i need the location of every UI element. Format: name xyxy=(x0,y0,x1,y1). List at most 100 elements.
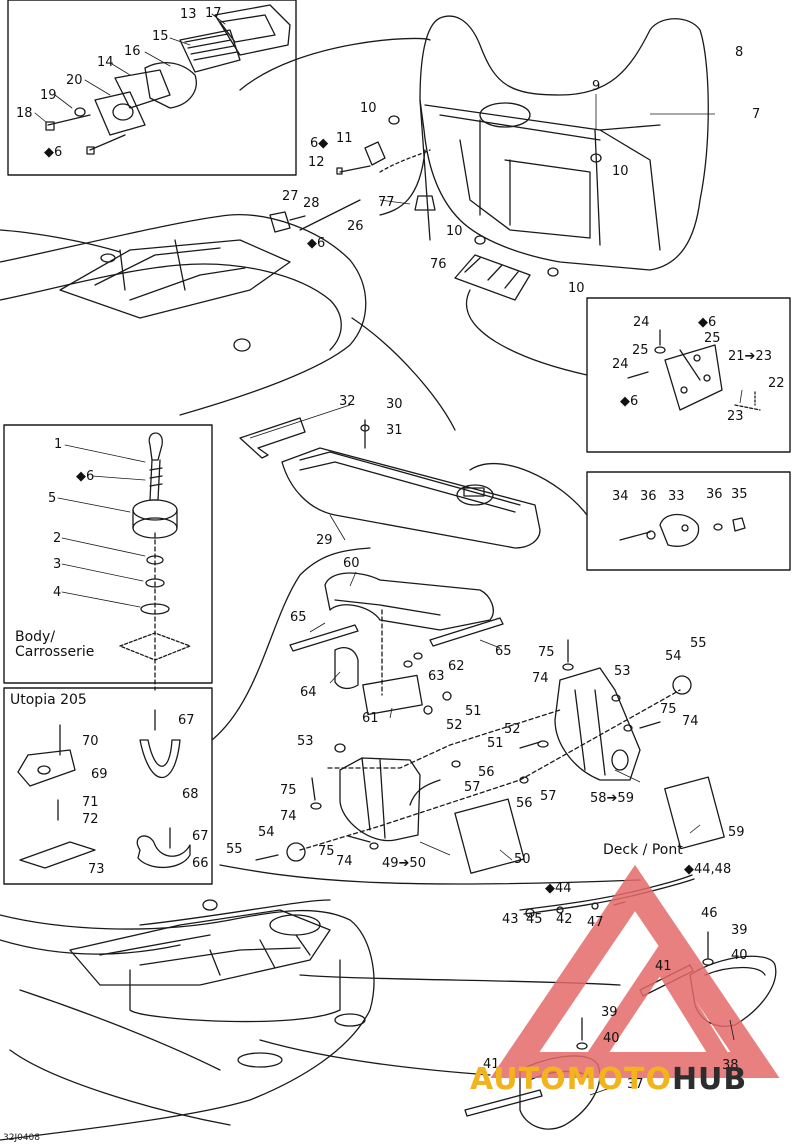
callout-6f-text: ◆6 xyxy=(76,469,95,484)
callout-76: 76 xyxy=(430,257,447,272)
rail-65-right xyxy=(429,617,504,647)
callout-43: 43 xyxy=(502,912,519,927)
callout-66: 66 xyxy=(192,856,209,871)
hinge-rod-parts xyxy=(269,141,431,233)
callout-59: 59 xyxy=(728,825,745,840)
callout-51b: 51 xyxy=(487,736,504,751)
callout-65b: 65 xyxy=(495,644,512,659)
callout-25a: 25 xyxy=(704,331,721,346)
callout-17: 17 xyxy=(205,6,222,21)
storage-bin-58 xyxy=(554,667,641,781)
callout-26: 26 xyxy=(347,219,364,234)
callout-6a: ◆6 xyxy=(44,145,63,160)
hinge-detail-box xyxy=(586,297,791,453)
hinge-detail-parts xyxy=(627,329,761,411)
callout-14: 14 xyxy=(97,55,114,70)
callout-63: 63 xyxy=(428,669,445,684)
callout-4: 4 xyxy=(53,585,62,600)
callout-6c: ◆6 xyxy=(307,236,326,251)
callout-74a-label: 74 xyxy=(532,671,549,686)
callout-55b: 55 xyxy=(690,636,707,651)
callout-39a: 39 xyxy=(731,923,748,938)
callout-74d-label: 74 xyxy=(336,854,353,869)
callout-52b: 52 xyxy=(504,722,521,737)
callout-27: 27 xyxy=(282,189,299,204)
rail-65-left xyxy=(289,624,359,652)
callout-77: 77 xyxy=(378,195,395,210)
hinge-plate-76 xyxy=(454,254,531,301)
callout-24b: 24 xyxy=(612,357,629,372)
callout-54b: 54 xyxy=(665,649,682,664)
callout-56b: 56 xyxy=(516,796,533,811)
callout-57b: 57 xyxy=(540,789,557,804)
callout-2: 2 xyxy=(53,531,62,546)
lid-bracket-32 xyxy=(239,417,306,459)
callout-28: 28 xyxy=(303,196,320,211)
callout-49: 49➔50 xyxy=(382,856,426,871)
callout-65a: 65 xyxy=(290,610,307,625)
callout-75b-label: 75 xyxy=(660,702,677,717)
callout-38: 38 xyxy=(722,1058,739,1073)
callout-52a: 52 xyxy=(446,718,463,733)
watermark-logo-mark xyxy=(490,864,780,1078)
callout-45: 45 xyxy=(526,912,543,927)
callout-42: 42 xyxy=(556,912,573,927)
plug-10a xyxy=(388,115,400,125)
callout-67b: 67 xyxy=(192,829,209,844)
callout-61: 61 xyxy=(362,711,379,726)
callout-5: 5 xyxy=(48,491,57,506)
boat-hull-top xyxy=(0,214,367,416)
callout-75d-label: 75 xyxy=(318,844,335,859)
plate-detail-box xyxy=(586,471,791,571)
callout-6e-label: ◆6 xyxy=(620,394,639,409)
callout-53b: 53 xyxy=(614,664,631,679)
disc-54-left xyxy=(286,842,306,862)
callout-24a: 24 xyxy=(633,315,650,330)
callout-68: 68 xyxy=(182,787,199,802)
callout-53a: 53 xyxy=(297,734,314,749)
callout-13: 13 xyxy=(180,7,197,22)
callout-35: 35 xyxy=(731,487,748,502)
callout-40a: 40 xyxy=(731,948,748,963)
callout-74b-label: 74 xyxy=(682,714,699,729)
callout-39b: 39 xyxy=(601,1005,618,1020)
callout-9-label: 9 xyxy=(592,79,601,94)
console-bracket-60 xyxy=(324,572,494,631)
callout-55a: 55 xyxy=(226,842,243,857)
callout-20: 20 xyxy=(66,73,83,88)
mat-50 xyxy=(454,798,525,874)
callout-30: 30 xyxy=(386,397,403,412)
callout-69: 69 xyxy=(91,767,108,782)
body-caption: Body/ Carrosserie xyxy=(15,629,95,660)
callout-15: 15 xyxy=(152,29,169,44)
callout-64-label: 64 xyxy=(300,685,317,700)
drawing-code: 32J0408 xyxy=(3,1133,41,1143)
callout-3: 3 xyxy=(53,557,62,572)
fastener-detail-box xyxy=(7,0,297,176)
callout-8-label: 8 xyxy=(735,45,744,60)
callout-58: 58➔59 xyxy=(590,791,634,806)
callout-6d: ◆6 xyxy=(698,315,717,330)
latch-plate-parts xyxy=(619,513,746,547)
callout-21: 21➔23 xyxy=(728,349,772,364)
callout-41a: 41 xyxy=(655,959,672,974)
callout-23: 23 xyxy=(727,409,744,424)
callout-56a: 56 xyxy=(478,765,495,780)
bracket-64 xyxy=(334,647,359,690)
callout-57a: 57 xyxy=(464,780,481,795)
leader-lines-1 xyxy=(34,13,226,123)
callout-74c-label: 74 xyxy=(280,809,297,824)
disc-54-right xyxy=(672,675,692,695)
utopia-detail-box xyxy=(3,687,213,885)
callout-22: 22 xyxy=(768,376,785,391)
callout-11: 11 xyxy=(336,131,353,146)
callout-31: 31 xyxy=(386,423,403,438)
callout-41b: 41 xyxy=(483,1057,500,1072)
callout-25b: 25 xyxy=(632,343,649,358)
utopia-caption: Utopia 205 xyxy=(10,692,87,708)
grommet-77 xyxy=(414,195,436,211)
plug-10d xyxy=(547,267,559,277)
watermark-text: AUTOMOTOHUB xyxy=(470,1062,747,1097)
callout-18: 18 xyxy=(16,106,33,121)
callout-7: 7 xyxy=(752,107,761,122)
